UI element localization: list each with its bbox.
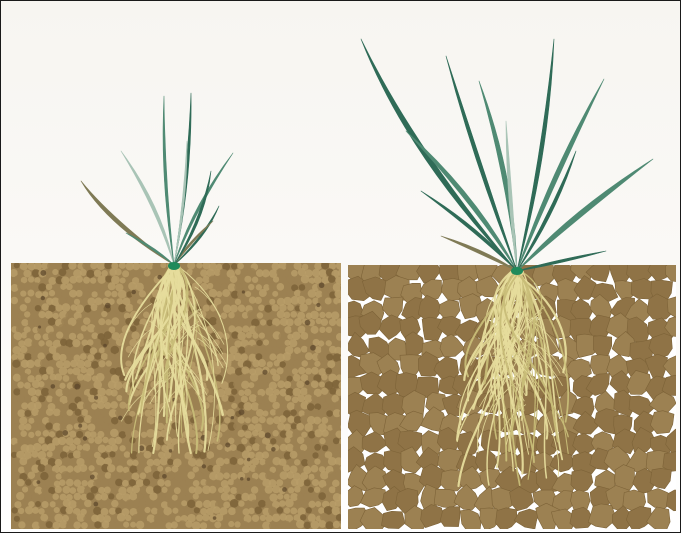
left-plant-crown (168, 262, 180, 270)
right-plant-shoot (361, 39, 653, 271)
right-plant-crown (511, 267, 523, 275)
right-panel (339, 39, 680, 532)
leaf-blade (517, 151, 576, 271)
leaf-blade (517, 39, 554, 271)
leaf-blade (517, 79, 604, 271)
left-plant-shoot (81, 93, 233, 265)
left-panel (9, 93, 348, 530)
leaf-blade (163, 96, 174, 265)
